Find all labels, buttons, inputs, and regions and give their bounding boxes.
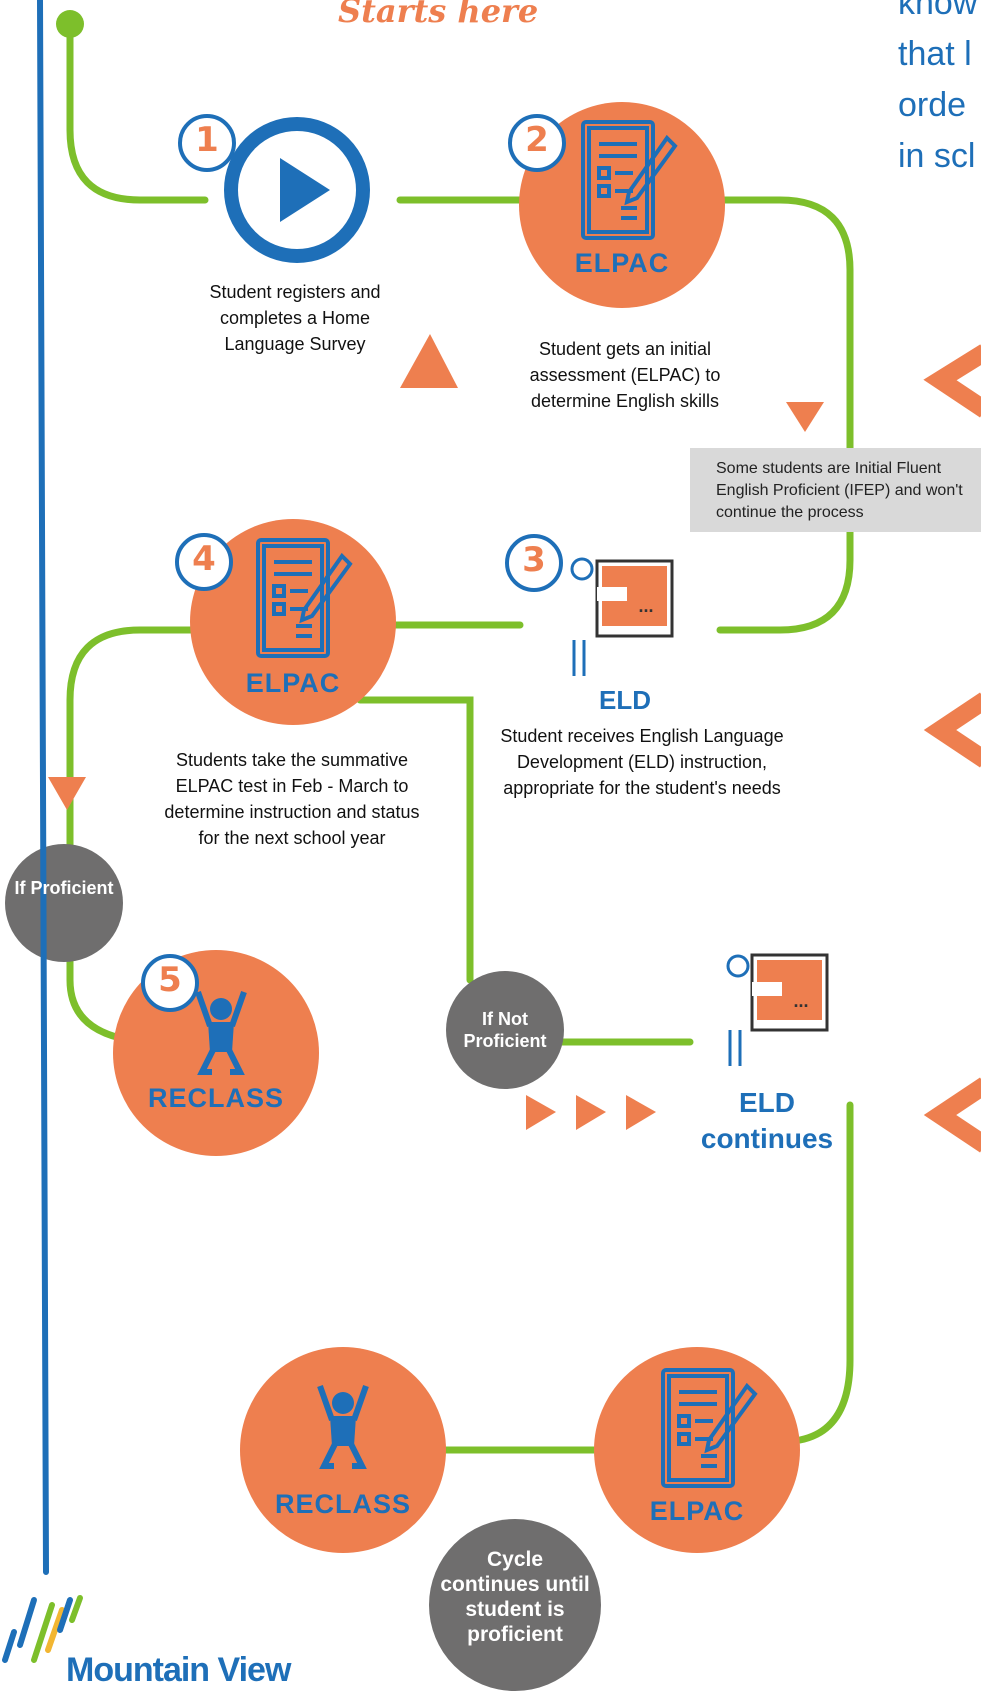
step4-description: Students take the summative ELPAC test i…	[164, 750, 420, 848]
arrow-right-3	[626, 1095, 656, 1130]
step3-description: Student receives English Language Develo…	[500, 726, 784, 798]
step3-eld-label: ELD	[599, 685, 651, 715]
cycle-reclass-label: RECLASS	[274, 1489, 411, 1519]
step-number-4: 4	[192, 539, 216, 579]
cycle-note-circle	[429, 1519, 601, 1691]
side-text-line-4: in scl	[898, 137, 976, 175]
flow-line-4-proficient	[66, 626, 214, 854]
teacher-icon	[570, 557, 674, 676]
step-number-5: 5	[158, 960, 182, 1000]
ifep-note: Some students are Initial Fluent English…	[690, 448, 981, 532]
side-text-line-2: that l	[898, 35, 972, 73]
test-paper-icon	[661, 1368, 758, 1488]
flow-line-4-notproficient	[356, 696, 474, 984]
arrow-right-2	[576, 1095, 606, 1130]
cycle-reclass-circle	[240, 1347, 446, 1553]
flow-line-start	[66, 20, 209, 204]
cycle-elpac-label: ELPAC	[649, 1496, 745, 1526]
step-number-3: 3	[522, 540, 546, 580]
side-text-line-1: know	[898, 0, 978, 22]
step2-circle	[519, 102, 725, 308]
step3-num-circle	[505, 534, 563, 592]
proficient-circle	[5, 844, 123, 962]
mountain-view-logo-text: Mountain View	[66, 1651, 291, 1689]
cycle-elpac-circle	[594, 1347, 800, 1553]
arrow-down-3	[48, 777, 86, 810]
start-dot	[56, 10, 84, 38]
test-paper-icon	[256, 538, 353, 658]
step2-num-circle	[508, 114, 566, 172]
step-number-1: 1	[195, 120, 219, 160]
flow-line-eld-cycle	[796, 1101, 854, 1444]
celebrating-person-icon	[195, 991, 247, 1075]
arrow-down-right-1	[400, 334, 458, 388]
eld-continues-title: ELD continues	[700, 1087, 834, 1154]
board-dots-2: ...	[793, 991, 809, 1011]
chevron-left-icon-1	[923, 344, 981, 418]
arrow-right-1	[526, 1095, 556, 1130]
step1-num-circle	[178, 114, 236, 172]
celebrating-person-icon	[317, 1385, 369, 1469]
logo-mark	[2, 0, 83, 1663]
if-proficient-label: If Proficient	[14, 878, 114, 898]
flow-line-2-3	[716, 196, 854, 634]
play-icon	[224, 117, 370, 263]
step2-description: Student gets an initial assessment (ELPA…	[529, 339, 721, 411]
cycle-note: Cycle continues until student is profici…	[440, 1548, 590, 1646]
step1-description: Student registers and completes a Home L…	[209, 282, 381, 354]
teacher-icon	[726, 953, 829, 1066]
step4-num-circle	[175, 533, 233, 591]
arrow-down-2	[786, 402, 824, 432]
test-paper-icon	[581, 120, 678, 240]
step-number-2: 2	[525, 120, 549, 160]
step2-elpac-label: ELPAC	[574, 248, 670, 278]
side-text-line-3: orde	[898, 86, 967, 124]
chevron-left-icon-3	[923, 1077, 981, 1153]
chevron-left-icon-2	[923, 692, 981, 768]
step5-reclass-label: RECLASS	[147, 1083, 284, 1113]
step4-elpac-label: ELPAC	[245, 668, 341, 698]
step5-num-circle	[141, 954, 199, 1012]
starts-here-title: Starts here	[338, 0, 539, 30]
board-dots-1: ...	[638, 596, 654, 616]
if-not-proficient-label: If Not Proficient	[463, 1009, 547, 1051]
not-proficient-circle	[446, 971, 564, 1089]
